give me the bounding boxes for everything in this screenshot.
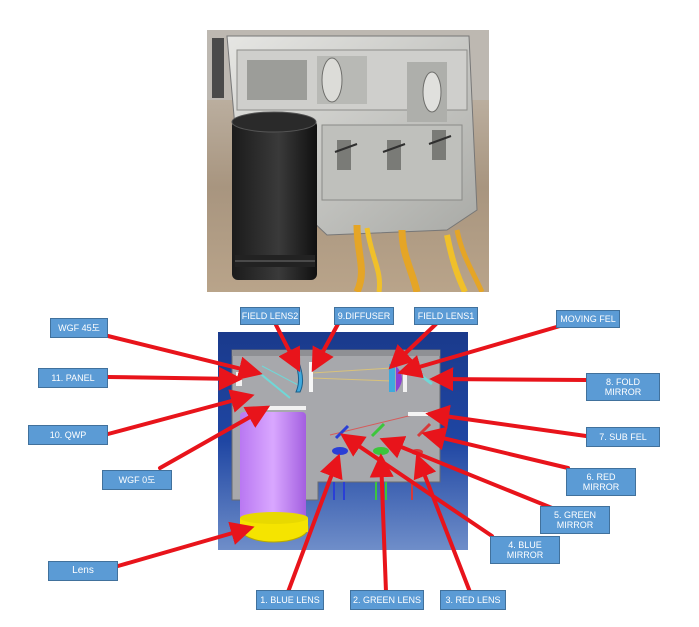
label-wgf45: WGF 45도 [50, 318, 108, 338]
cad-projection-barrel [240, 412, 306, 520]
label-fold-mirror: 8. FOLD MIRROR [586, 373, 660, 401]
arrow-red-mirror [421, 426, 570, 470]
arrow-green-mirror [379, 436, 554, 510]
arrow-qwp [106, 389, 255, 436]
label-wgf0: WGF 0도 [102, 470, 172, 490]
label-diffuser: 9.DIFFUSER [334, 307, 394, 325]
arrow-blue-lens [286, 453, 343, 594]
label-blue-lens: 1. BLUE LENS [256, 590, 324, 610]
cad-blue-mirror [334, 424, 350, 440]
label-qwp: 10. QWP [28, 425, 108, 445]
label-field-lens2: FIELD LENS2 [240, 307, 300, 325]
label-green-mirror: 5. GREEN MIRROR [540, 506, 610, 534]
arrow-blue-mirror [340, 433, 494, 538]
label-red-lens: 3. RED LENS [440, 590, 506, 610]
annotation-arrows [106, 322, 588, 594]
arrow-wgf0 [158, 405, 271, 470]
cad-sub-fel [408, 412, 428, 416]
cad-green-lens [373, 447, 389, 455]
arrow-field-lens2 [274, 323, 301, 373]
label-blue-mirror: 4. BLUE MIRROR [490, 536, 560, 564]
label-green-lens: 2. GREEN LENS [350, 590, 424, 610]
arrow-green-lens [369, 453, 394, 594]
arrow-red-lens [413, 453, 472, 594]
label-field-lens1: FIELD LENS1 [414, 307, 478, 325]
cad-field-lens1 [389, 364, 395, 392]
label-red-mirror: 6. RED MIRROR [566, 468, 636, 496]
cad-diffuser [309, 362, 313, 392]
cad-blue-lens [332, 447, 348, 455]
arrow-moving-fel [397, 324, 562, 379]
arrow-fold-mirror [429, 367, 588, 392]
arrow-diffuser [311, 322, 340, 373]
arrow-panel [106, 366, 243, 391]
arrow-sub-fel [425, 404, 588, 438]
label-moving-fel: MOVING FEL [556, 310, 620, 328]
cad-green-mirror [370, 422, 386, 438]
label-lens: Lens [48, 561, 118, 581]
label-panel: 11. PANEL [38, 368, 108, 388]
arrow-lens [116, 521, 255, 568]
engine-photo [207, 30, 489, 292]
label-sub-fel: 7. SUB FEL [586, 427, 660, 447]
cad-qwp [264, 406, 306, 410]
